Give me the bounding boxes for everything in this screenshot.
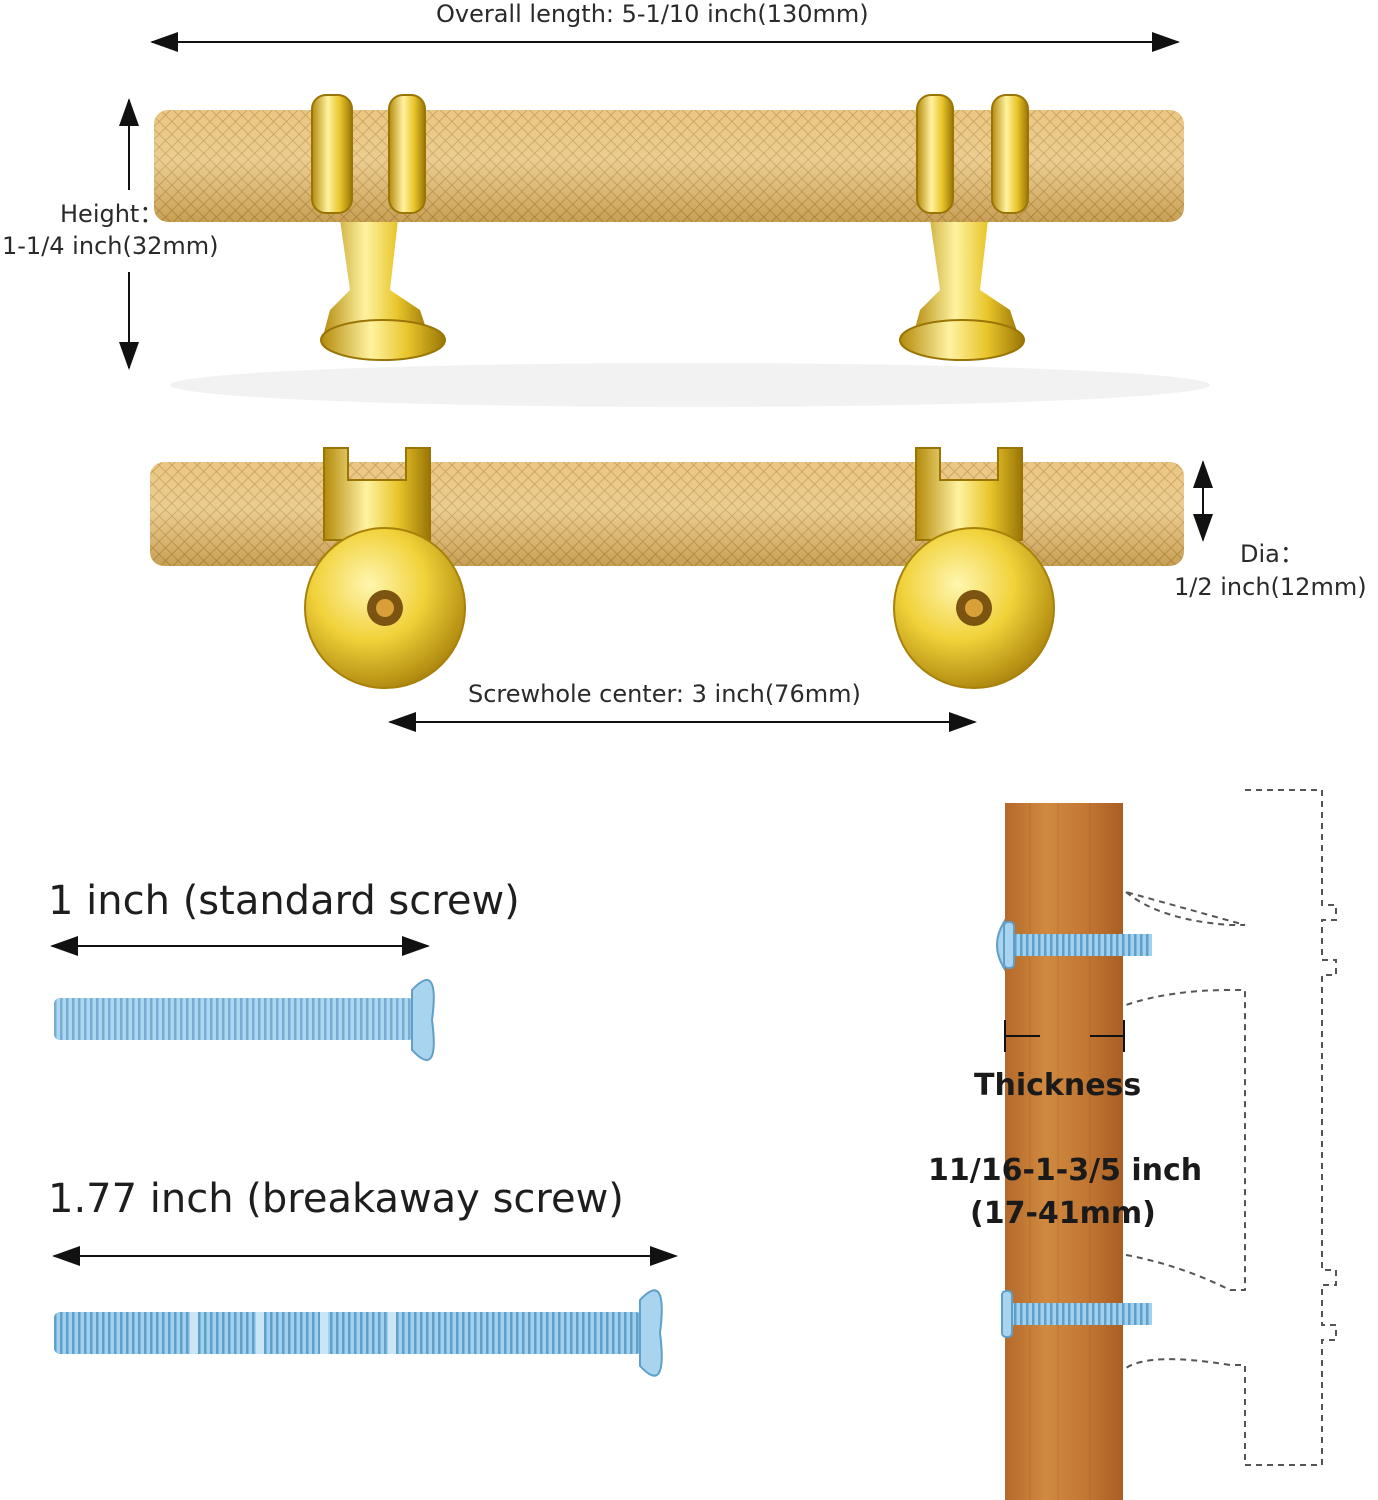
breakaway-screw-label: 1.77 inch (breakaway screw) bbox=[48, 1176, 624, 1222]
dia-label: Dia： bbox=[1240, 540, 1304, 568]
dia-value: 1/2 inch(12mm) bbox=[1174, 573, 1367, 601]
overall-length-label: Overall length: 5-1/10 inch(130mm) bbox=[436, 0, 869, 28]
standard-screw-label: 1 inch (standard screw) bbox=[48, 878, 520, 924]
thickness-mm: (17-41mm) bbox=[970, 1196, 1156, 1231]
screwhole-center-label: Screwhole center: 3 inch(76mm) bbox=[468, 680, 861, 708]
thickness-range: 11/16-1-3/5 inch bbox=[928, 1153, 1203, 1188]
thickness-title: Thickness bbox=[974, 1068, 1142, 1103]
height-label: Height： bbox=[60, 200, 164, 228]
height-value: 1-1/4 inch(32mm) bbox=[2, 232, 219, 260]
